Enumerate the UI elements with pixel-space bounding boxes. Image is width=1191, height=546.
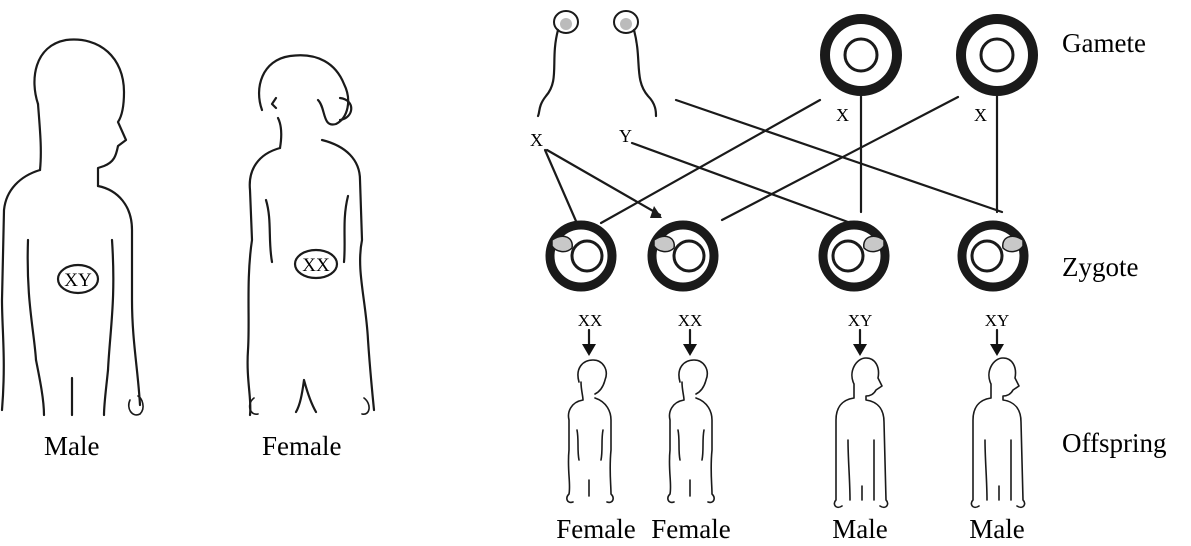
fertilization-lines [545,93,1002,228]
zygote-2 [652,225,714,287]
zygote-3 [823,225,885,287]
zygote-1 [550,225,612,287]
egg-1 [825,19,897,91]
zygote-4 [962,225,1024,287]
egg-2 [961,19,1033,91]
down-arrow-icon [853,330,867,356]
female-chromosomes: XX [302,255,330,276]
sperm-tail [634,30,656,116]
female-head [259,55,348,148]
female-legs [296,380,316,412]
male-neck-back [38,104,41,170]
sperm-label-y: Y [619,126,632,146]
sperm-tail [538,30,558,116]
sperm-y [614,11,656,116]
zygote-genotype-1: XX [578,311,603,330]
zygote-genotype-2: XX [678,311,703,330]
stage-label-gamete: Gamete [1062,28,1146,58]
offspring-label-2: Female [651,514,730,544]
arrowhead-icon [650,206,662,218]
male-legs [36,360,108,415]
line-spermX-z1 [545,150,579,228]
offspring-figure-1-female [567,360,613,502]
female-hair-bun [340,98,351,120]
male-chromosomes: XY [64,270,92,291]
down-arrow-icon [683,330,697,356]
offspring-figure-3-male [834,358,887,507]
egg-outer [825,19,897,91]
offspring-figure-2-female [668,360,714,502]
down-arrow-icon [582,330,596,356]
female-parent-label: Female [262,431,341,461]
egg-inner [845,39,877,71]
down-arrows [582,330,1004,356]
female-hand [250,398,369,414]
offspring-figure-4-male [971,358,1024,507]
line-egg1-z1 [601,100,820,223]
stage-label-offspring: Offspring [1062,428,1167,458]
zygote-genotype-3: XY [848,311,873,330]
egg-label-1: X [836,105,849,125]
egg-inner [981,39,1013,71]
male-parent-label: Male [44,431,99,461]
zygote-genotype-4: XY [985,311,1010,330]
sperm-x [538,11,578,116]
egg-outer [961,19,1033,91]
sperm-label-x: X [530,130,543,150]
male-sides [28,240,114,370]
offspring-label-1: Female [556,514,635,544]
egg-label-2: X [974,105,987,125]
male-head [34,40,126,186]
female-parent: XX [248,55,374,415]
stage-label-zygote: Zygote [1062,252,1138,282]
offspring-label-4: Male [969,514,1024,544]
male-parent: XY [2,40,143,415]
down-arrow-icon [990,330,1004,356]
offspring-label-3: Male [832,514,887,544]
line-spermX-z2 [547,150,660,215]
